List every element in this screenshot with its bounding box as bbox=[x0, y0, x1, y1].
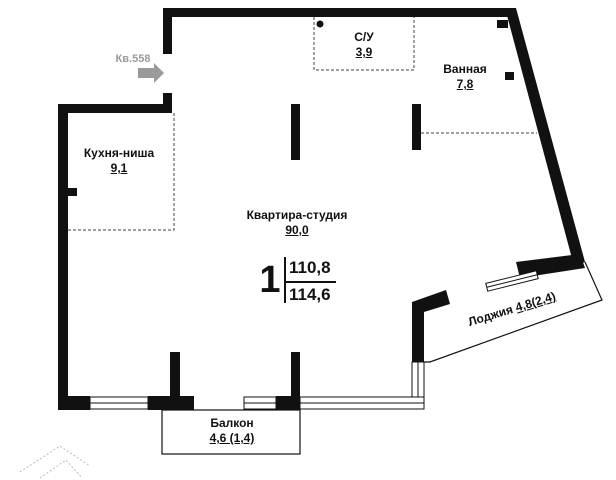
rooms-count: 1 bbox=[259, 259, 281, 301]
wall-loggia-left bbox=[412, 290, 450, 362]
badge-divider-vertical bbox=[284, 257, 286, 303]
wall-bottom-left bbox=[58, 396, 90, 410]
apartment-summary-badge: 1 110,8 114,6 bbox=[256, 253, 376, 309]
windows bbox=[89, 270, 539, 410]
balcony-name: Балкон bbox=[210, 416, 254, 430]
wall-left-nub bbox=[68, 188, 77, 196]
room-studio-name: Квартира-студия bbox=[246, 208, 348, 222]
column-center bbox=[291, 104, 300, 160]
wall-bottom-mid bbox=[148, 396, 194, 410]
room-kitchen-area: 9,1 bbox=[110, 161, 128, 175]
entry-arrow-icon bbox=[138, 63, 164, 83]
room-studio-area: 90,0 bbox=[285, 223, 309, 237]
wall-upper-left bbox=[163, 8, 172, 54]
column-bottom-2 bbox=[291, 352, 300, 402]
room-kitchen: Кухня-ниша 9,1 bbox=[74, 146, 164, 176]
wall-right-nub-1 bbox=[497, 20, 508, 28]
toilet-icon bbox=[316, 20, 324, 28]
room-kitchen-name: Кухня-ниша bbox=[83, 146, 155, 160]
room-studio: Квартира-студия 90,0 bbox=[232, 208, 362, 238]
neighbor-outline bbox=[19, 445, 91, 479]
wall-right-slanted bbox=[505, 8, 585, 266]
room-wc: С/У 3,9 bbox=[334, 30, 394, 60]
wall-top bbox=[163, 8, 513, 17]
balcony-area: 4,6 (1,4) bbox=[209, 431, 255, 445]
column-right bbox=[412, 104, 421, 150]
room-wc-name: С/У bbox=[354, 30, 374, 44]
room-bathroom-name: Ванная bbox=[443, 62, 487, 76]
balcony-label: Балкон 4,6 (1,4) bbox=[194, 416, 270, 446]
column-bottom-1 bbox=[170, 352, 180, 402]
room-wc-area: 3,9 bbox=[355, 45, 373, 59]
wall-right-nub-2 bbox=[505, 72, 514, 80]
wall-left bbox=[58, 104, 68, 410]
zone-partitions bbox=[68, 17, 537, 231]
room-bathroom: Ванная 7,8 bbox=[432, 62, 498, 92]
loggia-outline bbox=[424, 261, 603, 363]
total-area: 110,8 bbox=[289, 258, 331, 277]
balcony-outline bbox=[161, 409, 301, 455]
wall-left-top bbox=[58, 104, 172, 113]
kitchen-partition bbox=[68, 113, 175, 231]
wall-upper-left-stub bbox=[163, 93, 172, 113]
room-bathroom-area: 7,8 bbox=[456, 77, 474, 91]
total-area-with-balconies: 114,6 bbox=[289, 285, 331, 304]
entry-label: Кв.558 bbox=[115, 53, 151, 65]
outer-walls bbox=[58, 8, 585, 410]
badge-divider-horizontal bbox=[286, 281, 336, 283]
wc-partition bbox=[313, 17, 415, 71]
